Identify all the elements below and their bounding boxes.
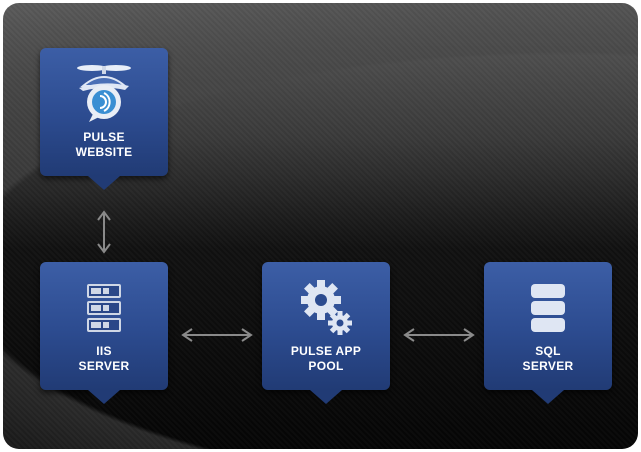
website-iis-arrow bbox=[97, 210, 111, 254]
node-iis-server: IIS SERVER bbox=[40, 262, 168, 404]
node-label-line2: SERVER bbox=[78, 359, 130, 373]
node-label-line1: PULSE APP bbox=[290, 344, 362, 358]
database-icon bbox=[484, 274, 612, 344]
diagram-background: PULSE WEBSITE IIS SERVER bbox=[3, 3, 638, 449]
node-pulse-website: PULSE WEBSITE bbox=[40, 48, 168, 190]
node-label-line2: WEBSITE bbox=[75, 145, 133, 159]
pulse-logo-icon bbox=[40, 60, 168, 130]
gears-icon bbox=[262, 274, 390, 344]
node-label-line1: SQL bbox=[535, 344, 561, 358]
node-label-line1: IIS bbox=[96, 344, 112, 358]
server-rack-icon bbox=[40, 274, 168, 344]
node-label-line1: PULSE bbox=[83, 130, 125, 144]
iis-apppool-arrow bbox=[181, 328, 253, 342]
node-label-line2: POOL bbox=[308, 359, 344, 373]
node-sql-server: SQL SERVER bbox=[484, 262, 612, 404]
node-pulse-app-pool: PULSE APP POOL bbox=[262, 262, 390, 404]
node-label-line2: SERVER bbox=[522, 359, 574, 373]
apppool-sql-arrow bbox=[403, 328, 475, 342]
